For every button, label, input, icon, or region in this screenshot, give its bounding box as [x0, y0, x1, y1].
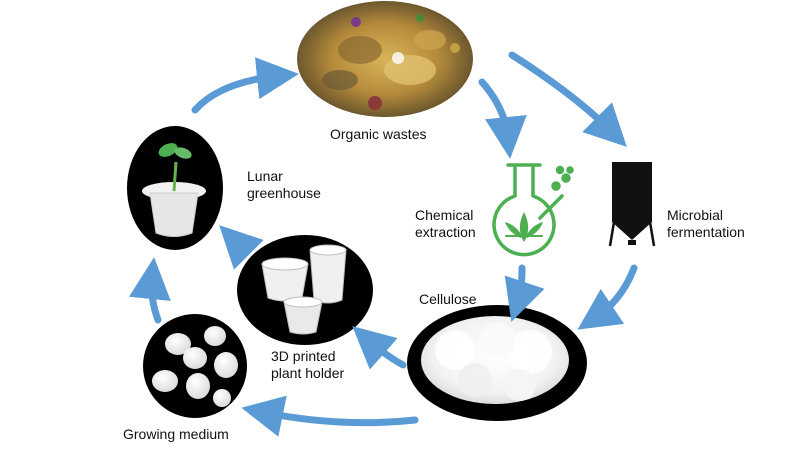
- arrow-wastes-to-chemical: [478, 78, 527, 159]
- growing-medium-photo: [143, 314, 247, 418]
- arrow-medium-to-greenhouse: [129, 257, 171, 324]
- plant-holder-photo: [237, 235, 373, 345]
- organic-wastes-photo: [297, 1, 473, 117]
- label-cellulose: Cellulose: [419, 291, 477, 307]
- label-3d-printed-plant-holder: 3D printed plant holder: [271, 348, 345, 381]
- chemical-flask-icon: [492, 163, 574, 257]
- arrow-microbial-to-cellulose: [577, 264, 638, 330]
- arrow-cellulose-to-holder: [352, 326, 407, 370]
- label-chemical-extraction: Chemical extraction: [415, 207, 476, 240]
- arrow-greenhouse-to-wastes: [191, 57, 299, 114]
- fermentation-tank-icon: [608, 162, 656, 247]
- label-microbial-fermentation: Microbial fermentation: [667, 207, 745, 240]
- arrow-chemical-to-cellulose: [504, 264, 545, 322]
- label-organic-wastes: Organic wastes: [330, 126, 427, 142]
- cellulose-photo: [407, 305, 587, 421]
- label-lunar-greenhouse: Lunar greenhouse: [247, 168, 321, 201]
- lunar-greenhouse-photo: [127, 126, 223, 250]
- arrow-wastes-to-microbial: [508, 51, 627, 147]
- label-growing-medium: Growing medium: [123, 426, 229, 442]
- arrow-holder-to-greenhouse: [219, 225, 264, 270]
- arrow-cellulose-to-medium: [241, 395, 419, 437]
